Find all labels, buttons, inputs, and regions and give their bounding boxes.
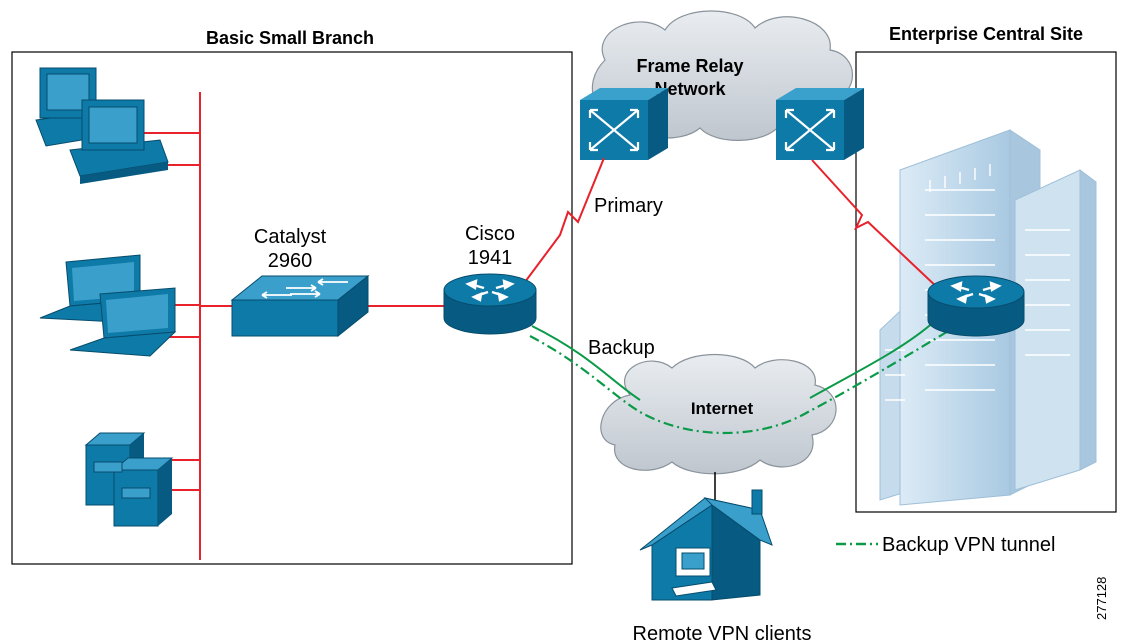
cisco-label: Cisco <box>465 223 515 245</box>
figure-id: 277128 <box>1094 577 1109 620</box>
internet-cloud <box>600 353 837 475</box>
branch-router-icon <box>443 273 537 335</box>
laptop-icon <box>39 254 177 357</box>
catalyst-label: Catalyst <box>254 226 327 248</box>
frame-relay-label-2: Network <box>654 79 726 99</box>
desktop-computer-icon <box>35 67 169 184</box>
server-icon <box>84 432 174 527</box>
branch-title: Basic Small Branch <box>206 28 374 48</box>
remote-clients-label: Remote VPN clients <box>633 623 812 644</box>
legend: Backup VPN tunnel <box>836 534 1055 556</box>
frame-relay-switch-left-icon <box>580 88 668 160</box>
home-office-icon <box>639 489 773 601</box>
backup-label: Backup <box>588 337 655 359</box>
frame-relay-label: Frame Relay <box>636 56 743 76</box>
frame-relay-switch-right-icon <box>776 88 864 160</box>
primary-label: Primary <box>594 195 663 217</box>
vpn-links <box>529 319 951 435</box>
central-title: Enterprise Central Site <box>889 24 1083 44</box>
catalyst-switch-icon <box>230 274 370 338</box>
central-router-icon <box>927 275 1025 337</box>
legend-vpn-label: Backup VPN tunnel <box>882 534 1055 556</box>
catalyst-model-label: 2960 <box>268 250 313 272</box>
internet-label: Internet <box>691 399 754 418</box>
cisco-model-label: 1941 <box>468 247 513 269</box>
